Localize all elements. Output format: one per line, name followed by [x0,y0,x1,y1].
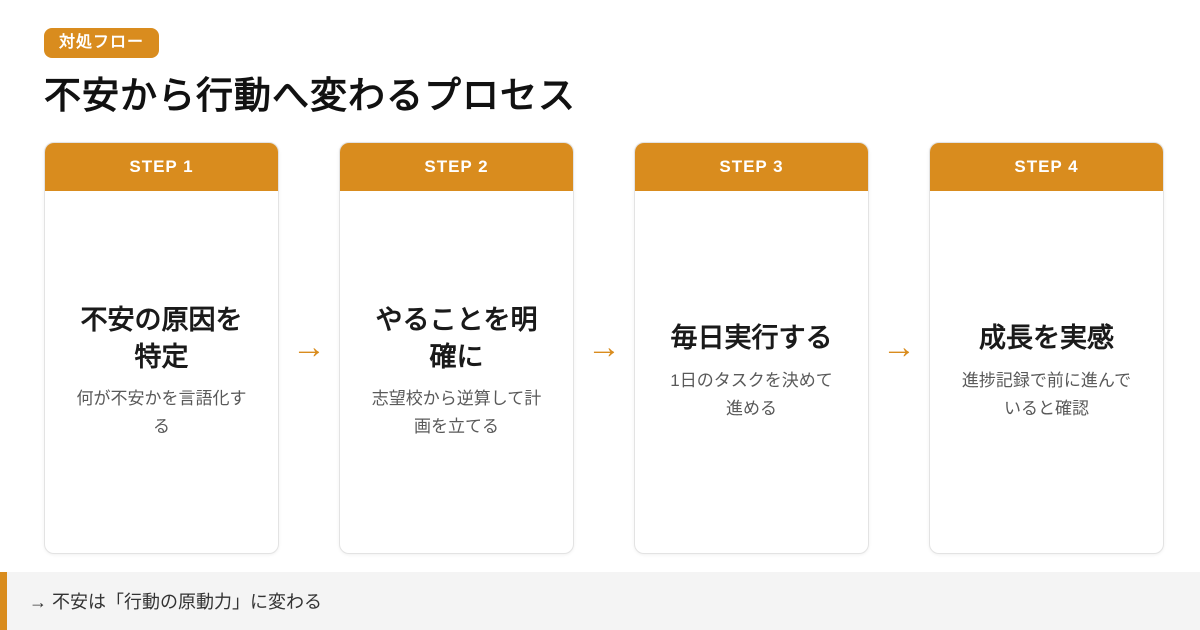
step-3-description: 1日のタスクを決めて進める [670,370,833,418]
step-2-title: やることを明確に [375,305,538,372]
step-flow: STEP 1 不安の原因を特定 何が不安かを言語化する → STEP 2 やるこ… [44,141,1164,554]
step-2-body: やることを明確に 志望校から逆算して計画を立てる [340,191,573,553]
category-badge: 対処フロー [44,28,160,58]
step-card-1: STEP 1 不安の原因を特定 何が不安かを言語化する [44,141,279,554]
step-card-4: STEP 4 成長を実感 進捗記録で前に進んでいると確認 [929,141,1164,554]
infographic-content: 対処フロー 不安から行動へ変わるプロセス STEP 1 不安の原因を特定 何が不… [44,28,1164,554]
step-2-header: STEP 2 [340,142,573,191]
step-3-body: 毎日実行する 1日のタスクを決めて進める [635,191,868,553]
step-4-description: 進捗記録で前に進んでいると確認 [961,370,1132,418]
step-2-description: 志望校から逆算して計画を立てる [371,388,542,436]
step-4-header: STEP 4 [930,142,1163,191]
page-title: 不安から行動へ変わるプロセス [44,75,576,116]
flow-arrow-icon: → [292,328,326,367]
flow-arrow-icon: → [882,328,916,367]
footer-note-text: → 不安は「行動の原動力」に変わる [29,592,322,612]
step-4-title: 成長を実感 [979,323,1114,354]
step-4-body: 成長を実感 進捗記録で前に進んでいると確認 [930,191,1163,553]
step-1-body: 不安の原因を特定 何が不安かを言語化する [45,191,278,553]
flow-arrow-icon: → [587,328,621,367]
step-1-title: 不安の原因を特定 [80,305,243,372]
step-1-description: 何が不安かを言語化する [76,388,247,436]
step-card-2: STEP 2 やることを明確に 志望校から逆算して計画を立てる [339,141,574,554]
footer-note-bar: → 不安は「行動の原動力」に変わる [0,572,1200,630]
step-3-header: STEP 3 [635,142,868,191]
step-card-3: STEP 3 毎日実行する 1日のタスクを決めて進める [634,141,869,554]
step-3-title: 毎日実行する [670,323,833,354]
step-1-header: STEP 1 [45,142,278,191]
